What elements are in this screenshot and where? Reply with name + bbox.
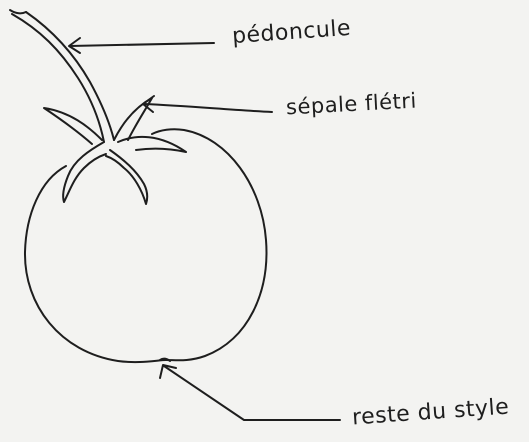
fruit-outline [25,129,266,362]
sepal-center [106,150,147,204]
sepal-right [118,137,186,152]
sepal-left [63,142,106,202]
leader-peduncle [70,43,214,46]
leader-sepal [144,104,272,112]
leader-style [164,366,340,420]
sepal-upper-left [44,108,102,144]
peduncle-stalk [12,14,104,142]
